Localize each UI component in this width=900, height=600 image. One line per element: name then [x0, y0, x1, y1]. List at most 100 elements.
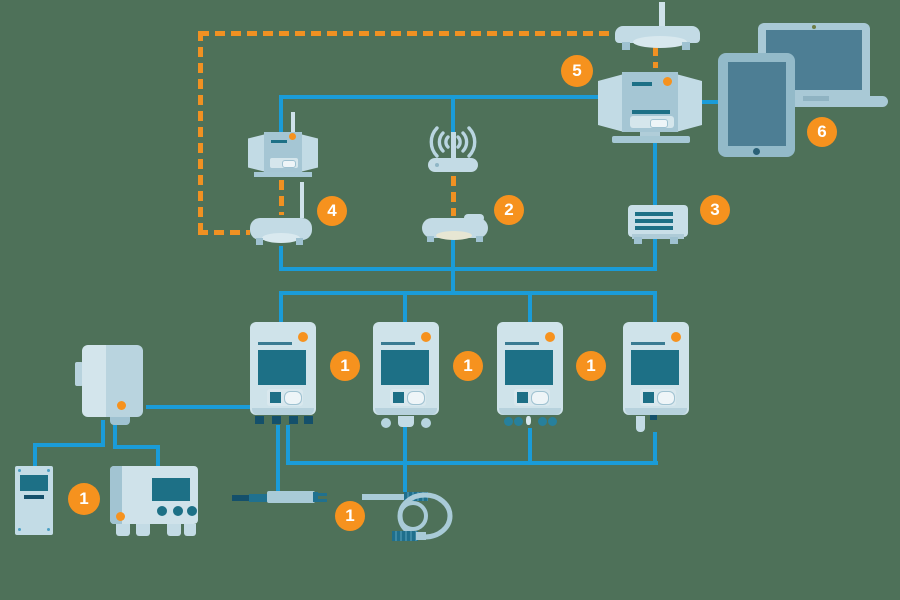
- monitoring-server: [596, 70, 706, 145]
- cable-connector: [392, 531, 418, 541]
- network-line: [113, 445, 160, 449]
- sensor-port: [538, 417, 547, 426]
- keypad-key: [270, 392, 281, 403]
- converter-foot: [634, 237, 642, 244]
- network-line: [653, 137, 657, 271]
- probe-body: [267, 491, 315, 503]
- logger-label-line: [505, 342, 539, 345]
- converter-foot: [670, 237, 678, 244]
- data-logger-4: [623, 322, 689, 434]
- probe-prong: [318, 493, 327, 496]
- keypad-key: [643, 392, 654, 403]
- wireless-router-top: [600, 0, 710, 55]
- connector-foot: [421, 418, 431, 428]
- sensor-port: [514, 417, 523, 426]
- probe-tip: [232, 495, 249, 501]
- connector-pin: [304, 416, 313, 424]
- probe-prong: [318, 499, 327, 502]
- server-slot-line: [632, 110, 670, 114]
- keypad-pill: [284, 391, 302, 405]
- logger-label-line: [381, 342, 415, 345]
- wifi-signal-icon: [417, 126, 489, 176]
- sensor-cable: [360, 488, 455, 546]
- station-left-wing: [248, 134, 266, 172]
- status-led: [116, 512, 125, 521]
- ap-foot: [427, 236, 434, 242]
- server-neck: [640, 132, 660, 137]
- network-line: [279, 95, 602, 99]
- network-line: [113, 420, 117, 449]
- data-logger-2: [373, 322, 439, 432]
- badge-3-converter: 3: [700, 195, 730, 225]
- controller-side-band: [110, 466, 122, 524]
- network-line: [279, 295, 283, 322]
- wireless-dashed-line: [653, 46, 658, 68]
- network-line: [286, 461, 658, 465]
- laptop-base: [790, 96, 888, 107]
- wall-transmitter: [73, 343, 148, 428]
- status-led: [671, 332, 681, 342]
- controller-foot: [184, 524, 196, 536]
- power-led: [289, 133, 296, 140]
- network-line: [146, 405, 250, 409]
- wifi-base-bar: [428, 158, 478, 172]
- badge-5-server: 5: [561, 55, 593, 87]
- status-led: [298, 332, 308, 342]
- wireless-dashed-line: [279, 180, 284, 215]
- base-station: [244, 110, 324, 180]
- connector-tab: [398, 416, 414, 427]
- network-line: [451, 95, 455, 137]
- status-led: [545, 332, 555, 342]
- display-panel: [15, 466, 53, 535]
- controller-display: [152, 478, 190, 501]
- ap-foot: [476, 236, 483, 242]
- network-line: [528, 428, 532, 465]
- server-drive-button: [650, 119, 668, 128]
- network-line: [279, 267, 657, 271]
- logger-bottom-strip: [252, 408, 314, 415]
- wifi-arcs: [429, 126, 477, 158]
- tablet-home-button: [753, 148, 760, 155]
- controller-button: [157, 506, 167, 516]
- station-button: [282, 160, 296, 168]
- ap-base-glow: [436, 231, 472, 240]
- network-line: [279, 95, 283, 134]
- probe-collar: [313, 492, 318, 502]
- logger-bottom-strip: [625, 408, 687, 415]
- tablet: [718, 53, 795, 157]
- tablet-screen: [728, 62, 786, 146]
- router-foot: [682, 42, 690, 50]
- network-line: [286, 425, 290, 465]
- logger-display: [631, 350, 679, 385]
- wifi-base-led: [435, 163, 439, 167]
- badge-2-access-point: 2: [494, 195, 524, 225]
- wireless-dashed-line: [451, 176, 456, 216]
- badge-6-client-devices: 6: [807, 117, 837, 147]
- router-base: [633, 36, 687, 48]
- network-line: [33, 443, 37, 466]
- logger-bottom-strip: [375, 408, 437, 415]
- wireless-dashed-line: [199, 31, 611, 36]
- keypad-pill: [407, 391, 425, 405]
- data-logger-1: [250, 322, 316, 432]
- server-right-wing: [676, 74, 702, 132]
- badge-1-probes: 1: [335, 501, 365, 531]
- cable-tip: [416, 532, 426, 540]
- controller-foot: [116, 524, 130, 536]
- transmitter-foot: [110, 417, 130, 425]
- connector-pin: [255, 416, 264, 424]
- wifi-mast: [451, 132, 456, 158]
- antenna: [659, 2, 665, 28]
- router-foot: [622, 42, 630, 50]
- screw: [47, 528, 50, 531]
- network-line: [403, 419, 407, 492]
- station-right-wing: [300, 134, 318, 172]
- network-line: [653, 432, 657, 465]
- access-point: [420, 212, 490, 244]
- sensor-port: [548, 417, 557, 426]
- sensor-port: [504, 417, 513, 426]
- station-stand: [254, 172, 312, 177]
- keypad-key: [393, 392, 404, 403]
- connector-pin: [650, 415, 657, 420]
